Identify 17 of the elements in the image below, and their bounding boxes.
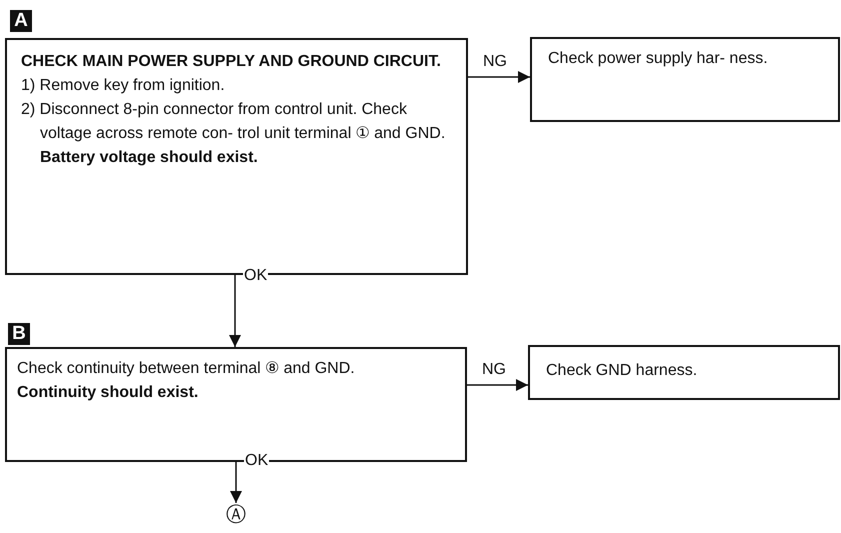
arrow [468, 71, 530, 83]
heading-text: Battery voltage should exist. [39, 148, 259, 168]
step-badge: A [10, 10, 32, 32]
heading-text: CHECK MAIN POWER SUPPLY AND GROUND CIRCUIT. [21, 52, 442, 72]
step-text: 1) Remove key from ignition. [21, 76, 226, 96]
arrow [229, 275, 241, 347]
arrow [467, 379, 528, 391]
heading-text: Continuity should exist. [17, 383, 200, 403]
step-badge: B [8, 323, 30, 345]
process-box [528, 345, 840, 400]
step-text: Check continuity between terminal ⑧ and GND. [17, 359, 356, 379]
step-text: 2) Disconnect 8-pin connector from control unit. Check voltage across remote con- trol unit terminal ① and GND. [21, 100, 446, 144]
step-text: Ⓐ [225, 503, 247, 527]
process-box [530, 37, 840, 122]
step-text: Check GND harness. [546, 361, 698, 381]
step-text: Check power supply har- ness. [548, 49, 769, 69]
arrow [230, 462, 242, 503]
